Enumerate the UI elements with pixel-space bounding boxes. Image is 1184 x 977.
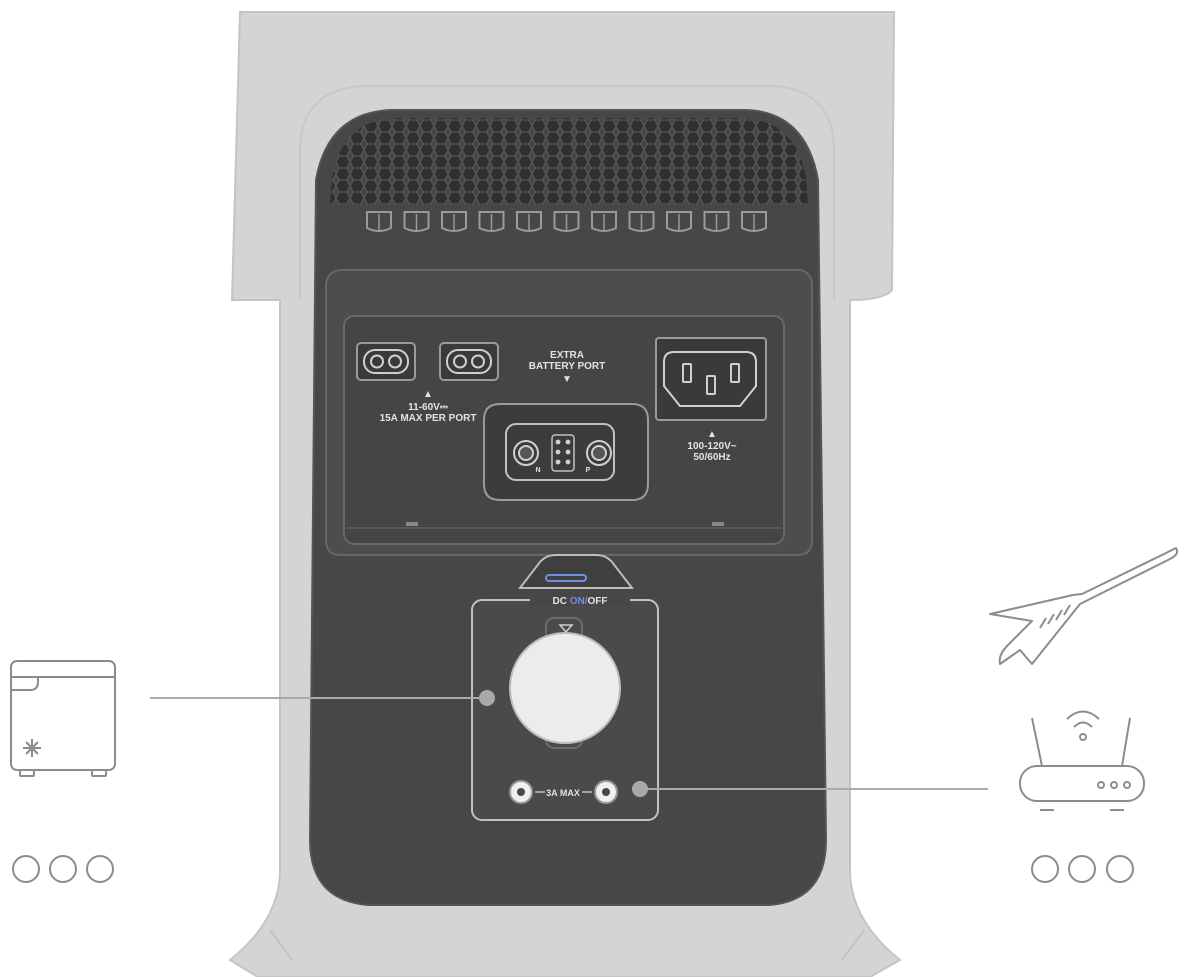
dc-output-port-1[interactable] — [509, 780, 533, 804]
vent-fin — [478, 211, 505, 232]
dc-output-callout-dot[interactable] — [632, 781, 648, 797]
dc-output-port-2[interactable] — [594, 780, 618, 804]
pagination-dot[interactable] — [1068, 855, 1096, 883]
pagination-dot[interactable] — [1031, 855, 1059, 883]
right-pagination — [1031, 855, 1134, 883]
callout-right — [632, 781, 988, 797]
dc-switch-label: DC ON/OFF — [552, 596, 607, 607]
wifi-router-icon — [1019, 710, 1145, 811]
dc-power-button[interactable] — [509, 632, 621, 744]
extra-battery-arrow: ▼ — [562, 374, 572, 385]
extra-battery-port[interactable] — [483, 403, 649, 501]
vent-fin — [666, 211, 692, 232]
vent-fin — [403, 211, 430, 232]
vent-fin — [591, 211, 617, 232]
connector-label-n: N — [535, 467, 540, 474]
pagination-dot[interactable] — [49, 855, 77, 883]
connector-label-p: P — [586, 467, 591, 474]
power-indicator-led — [545, 574, 587, 582]
extra-battery-label-line1: EXTRA — [550, 350, 584, 361]
pagination-dot[interactable] — [1106, 855, 1134, 883]
switch-direction-arrow-icon — [558, 624, 574, 634]
ac-input-spec-frequency: 50/60Hz — [693, 452, 730, 463]
dc-input-spec-current: 15A MAX PER PORT — [380, 413, 477, 424]
extra-battery-label-line2: BATTERY PORT — [529, 361, 605, 372]
vent-fin — [553, 211, 580, 232]
vent-fin — [441, 211, 467, 232]
dc-button-callout-dot[interactable] — [479, 690, 495, 706]
wifi-signal-icon — [1066, 710, 1100, 741]
vent-fin — [366, 211, 392, 232]
ac-input-spec-voltage: 100-120V~ — [687, 441, 736, 452]
dc-input-spec-voltage: 11-60V⎓ — [408, 402, 448, 413]
dc-input-port-2[interactable] — [439, 342, 499, 381]
ac-input-arrow: ▲ — [707, 429, 717, 440]
vent-fin — [741, 211, 767, 232]
vent-grille — [330, 118, 808, 205]
pagination-dot[interactable] — [12, 855, 40, 883]
electric-guitar-icon — [989, 547, 1179, 665]
dc-output-limit-label: 3A MAX — [546, 788, 580, 798]
left-pagination — [12, 855, 114, 883]
cover-latch[interactable] — [517, 554, 635, 589]
pagination-dot[interactable] — [86, 855, 114, 883]
mini-fridge-icon — [10, 660, 116, 777]
vent-fin — [703, 211, 730, 232]
vent-fin — [628, 211, 655, 232]
ac-input-port[interactable] — [655, 337, 767, 421]
vent-fins — [366, 211, 767, 232]
dc-input-arrow: ▲ — [423, 389, 433, 400]
dc-input-port-1[interactable] — [356, 342, 416, 381]
snowflake-icon — [23, 739, 41, 757]
vent-fin — [516, 211, 542, 232]
callout-left — [150, 690, 495, 706]
